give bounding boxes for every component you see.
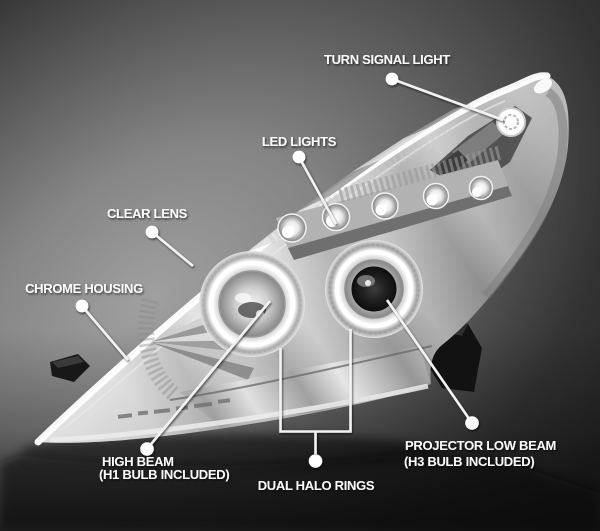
- pointer-dot: [75, 299, 89, 313]
- pointer-line-high-beam: [146, 300, 271, 450]
- label-chrome-housing: CHROME HOUSING: [25, 281, 143, 296]
- led-strip: [276, 145, 512, 260]
- annotations: TURN SIGNAL LIGHT LED LIGHTS CLEAR LENS …: [25, 52, 556, 493]
- right-side-shade: [482, 88, 568, 299]
- label-projector-low-beam: PROJECTOR LOW BEAM: [405, 438, 556, 453]
- label-turn-signal-light: TURN SIGNAL LIGHT: [324, 52, 450, 67]
- pointer-dot: [292, 150, 306, 164]
- pointer-dot: [145, 225, 159, 239]
- label-high-beam-bulb: (H1 BULB INCLUDED): [99, 467, 229, 482]
- pointer-line-chrome-housing: [81, 305, 129, 361]
- label-led-lights: LED LIGHTS: [262, 134, 337, 149]
- embossed-marking-texture: [117, 398, 231, 419]
- pointer-dot: [465, 416, 479, 430]
- pointer-line-turn-signal: [391, 77, 504, 122]
- pointer-dot: [308, 454, 323, 468]
- pointer-dot: [140, 442, 154, 456]
- pointer-line-clear-lens: [151, 230, 194, 268]
- label-clear-lens: CLEAR LENS: [107, 206, 188, 221]
- tip-highlight: [533, 78, 553, 94]
- pointer-dot: [385, 72, 399, 86]
- contact-shadow: [20, 434, 440, 470]
- mounting-tab-left-highlight: [52, 356, 84, 368]
- dual-halo-bracket: [279, 329, 352, 454]
- pointer-line-projector-low-beam: [385, 299, 474, 424]
- pointer-line-led-lights: [297, 156, 338, 225]
- label-projector-low-beam-bulb: (H3 BULB INCLUDED): [404, 454, 534, 469]
- turn-signal-light: [496, 107, 526, 137]
- halo-ring: [208, 260, 296, 348]
- headlight: [34, 72, 569, 446]
- bottom-band: [49, 345, 433, 443]
- label-high-beam: HIGH BEAM: [102, 454, 174, 469]
- high-beam-halo: [199, 251, 305, 357]
- low-beam-halo: [325, 240, 423, 338]
- cast-shadow: [0, 449, 600, 531]
- halo-ring: [334, 249, 414, 329]
- label-dual-halo-rings: DUAL HALO RINGS: [258, 478, 375, 493]
